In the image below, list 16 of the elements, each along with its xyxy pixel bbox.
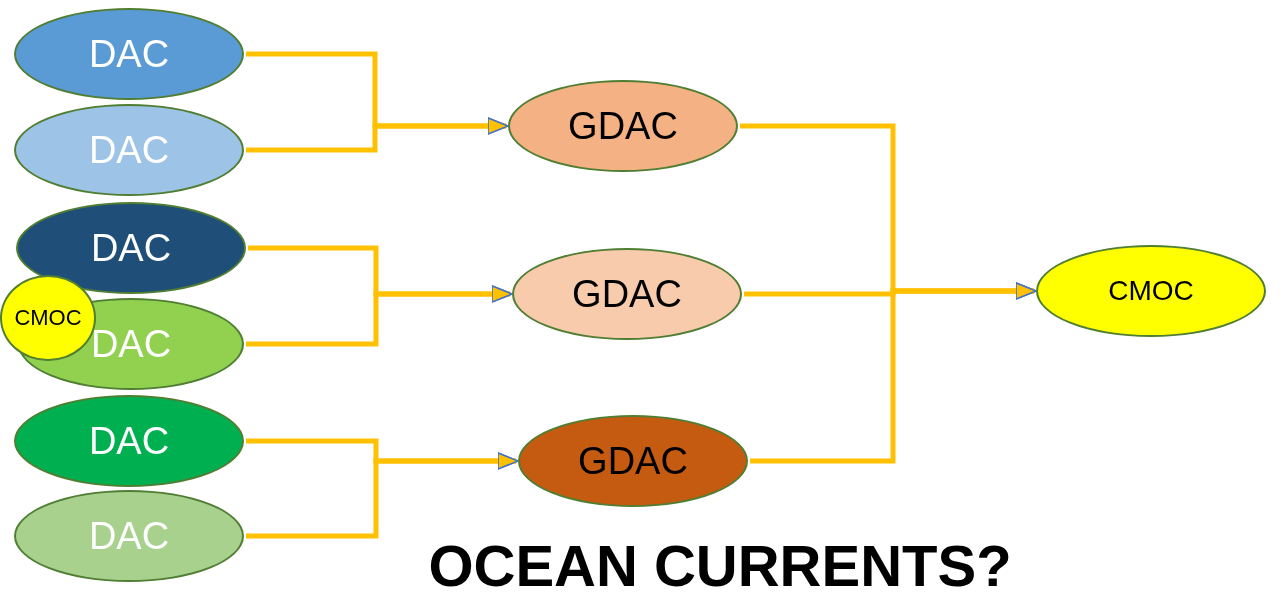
node-label: GDAC: [578, 439, 688, 483]
arrow: [246, 285, 513, 347]
caption: OCEAN CURRENTS?: [427, 532, 1013, 599]
arrow: [246, 452, 519, 539]
node-label: DAC: [90, 226, 172, 270]
node-label: GDAC: [572, 272, 682, 316]
node-label: CMOC: [14, 305, 82, 331]
arrow: [246, 117, 509, 153]
node-label: CMOC: [1108, 275, 1194, 307]
node-label: DAC: [88, 514, 170, 558]
node-label: DAC: [90, 322, 172, 366]
node-label: GDAC: [568, 104, 678, 148]
node-label: DAC: [88, 419, 170, 463]
node-label: DAC: [88, 128, 170, 172]
node-label: DAC: [88, 32, 170, 76]
arrow: [750, 282, 1037, 464]
